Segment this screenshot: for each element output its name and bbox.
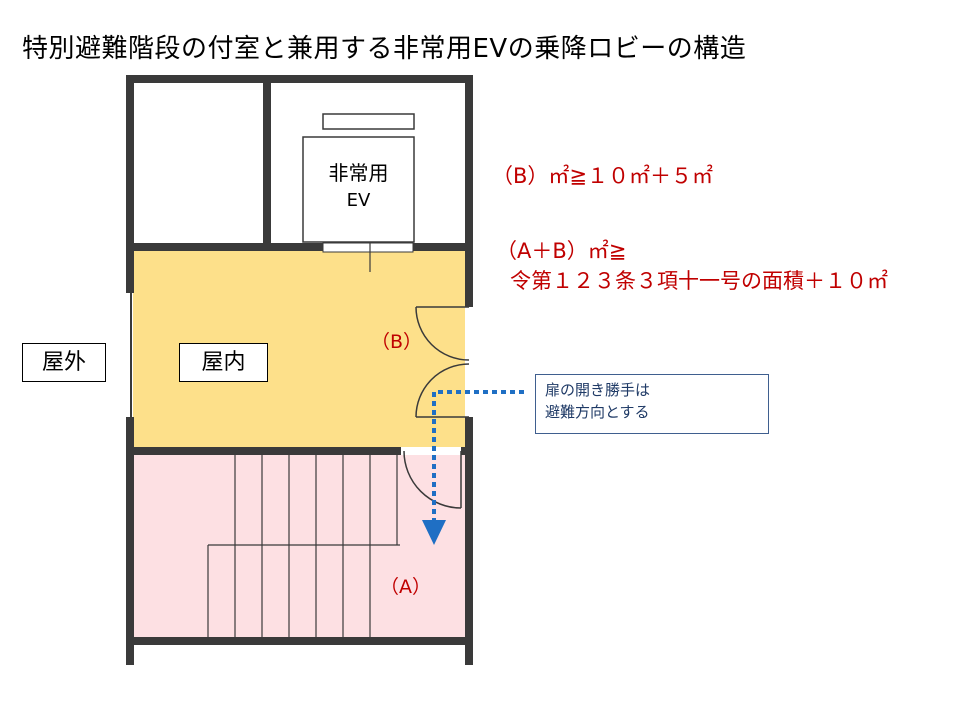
stair-door xyxy=(403,450,462,509)
inside-label: 屋内 xyxy=(179,343,268,382)
note-line2: 避難方向とする xyxy=(545,403,650,421)
lobby-area-formula: （B）㎡≧１０㎡＋５㎡ xyxy=(492,164,714,188)
lobby-double-door xyxy=(415,306,470,418)
diagram-title: 特別避難階段の付室と兼用する非常用EVの乗降ロビーの構造 xyxy=(22,34,747,64)
lobby-marker: （B） xyxy=(371,331,423,353)
stair-treads xyxy=(207,455,400,638)
outside-label: 屋外 xyxy=(22,343,106,382)
elevator-car xyxy=(302,136,415,243)
stair-area xyxy=(133,455,465,638)
door-swing-note: 扉の開き勝手は 避難方向とする xyxy=(535,374,769,434)
note-line1: 扉の開き勝手は xyxy=(545,381,651,399)
combined-area-formula-line1: （A＋B）㎡≧ xyxy=(496,239,627,263)
ev-label-line2: EV xyxy=(346,190,371,211)
elevator-counterweight xyxy=(322,113,415,130)
evacuation-arrow xyxy=(422,390,524,545)
combined-area-formula-line2: 令第１２３条３項十一号の面積＋１０㎡ xyxy=(510,269,888,293)
ev-label-line1: 非常用 xyxy=(328,161,389,185)
ev-door-opening xyxy=(322,242,414,253)
stair-marker: （A） xyxy=(380,576,431,598)
